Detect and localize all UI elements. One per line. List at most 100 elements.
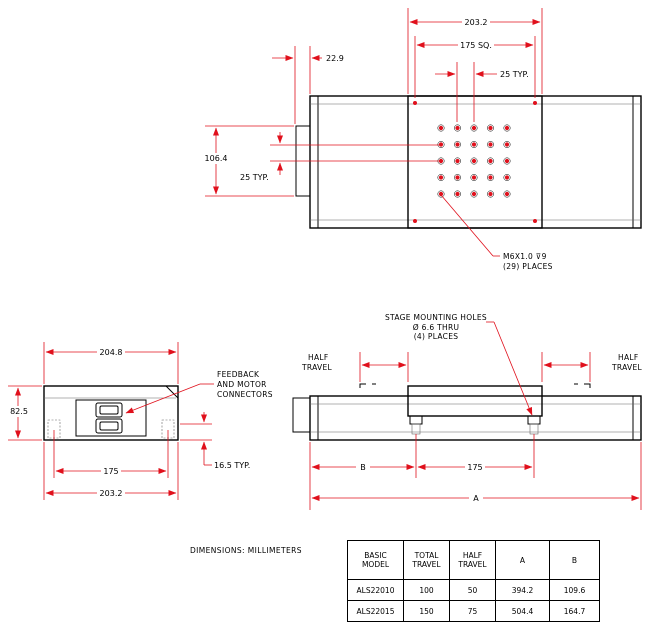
dim-175-sq: 175 SQ.	[460, 41, 492, 50]
tapped-hole-outline	[454, 157, 461, 165]
tapped-hole-outline	[437, 174, 445, 181]
tapped-hole	[488, 142, 493, 147]
tapped-hole	[488, 175, 493, 180]
dim-82-5: 82.5	[10, 407, 28, 416]
dim-a: A	[473, 494, 479, 503]
header-a: A	[495, 540, 550, 580]
dim-203-end: 203.2	[100, 489, 123, 498]
cell-half-travel: 75	[449, 600, 496, 622]
tapped-hole-outline	[470, 141, 478, 148]
table-row: ALS22015 150 75 504.4 164.7	[347, 600, 600, 622]
mounting-note-line2: Ø 6.6 THRU	[413, 323, 460, 332]
cell-total-travel: 100	[403, 579, 450, 601]
dim-b: B	[360, 463, 366, 472]
tapped-hole	[488, 158, 493, 164]
table-row: ALS22010 100 50 394.2 109.6	[347, 579, 600, 601]
half-travel-right-line1: HALF	[618, 353, 638, 362]
tapped-hole-outline	[503, 141, 511, 148]
dimensions-caption: DIMENSIONS: MILLIMETERS	[190, 546, 302, 555]
tapped-hole-outline	[454, 190, 461, 198]
cell-a: 504.4	[495, 600, 550, 622]
half-travel-left-line2: TRAVEL	[301, 363, 333, 372]
tapped-hole	[438, 191, 444, 197]
tapped-hole-outline	[437, 190, 445, 198]
tapped-hole	[455, 125, 460, 131]
side-view: STAGE MOUNTING HOLES Ø 6.6 THRU (4) PLAC…	[292, 313, 643, 510]
cell-model: ALS22015	[347, 600, 404, 622]
hole-grid	[437, 124, 511, 198]
connector-note-line2: AND MOTOR	[217, 380, 267, 389]
tapped-hole-outline	[487, 157, 494, 165]
top-view: 203.2 175 SQ. 25 TYP. 22.9 106.4 25 TYP.	[204, 8, 642, 271]
tapped-hole	[455, 142, 460, 147]
tapped-hole-outline	[470, 174, 478, 181]
end-view: 204.8 82.5 175 203.2 16.5 TYP. FEEDBACK …	[8, 342, 273, 500]
tapped-hole-outline	[487, 124, 494, 132]
cell-model: ALS22010	[347, 579, 404, 601]
tapped-hole-outline	[470, 157, 478, 165]
tapped-hole	[504, 158, 510, 164]
dim-22-9: 22.9	[326, 54, 344, 63]
dim-16-5-typ: 16.5 TYP.	[214, 461, 250, 470]
mounting-note-line3: (4) PLACES	[414, 332, 459, 341]
tapped-hole	[471, 191, 477, 197]
tapped-hole-outline	[454, 124, 461, 132]
tapped-hole-outline	[503, 174, 511, 181]
dim-175-side: 175	[467, 463, 482, 472]
mounting-hole-markers	[409, 415, 541, 435]
cell-half-travel: 50	[449, 579, 496, 601]
tapped-hole	[488, 125, 493, 131]
tapped-hole-outline	[503, 190, 511, 198]
cell-total-travel: 150	[403, 600, 450, 622]
tapped-hole-outline	[454, 141, 461, 148]
dim-175-end: 175	[103, 467, 118, 476]
hole-callout-line1: M6X1.0 ⊽9	[503, 252, 547, 261]
tapped-hole	[438, 142, 444, 147]
half-travel-right-line2: TRAVEL	[611, 363, 643, 372]
tapped-hole	[455, 158, 460, 164]
corner-holes	[413, 101, 537, 223]
tapped-hole	[504, 175, 510, 180]
dim-106-4: 106.4	[205, 154, 228, 163]
tapped-hole	[455, 175, 460, 180]
tapped-hole	[438, 158, 444, 164]
cell-a: 394.2	[495, 579, 550, 601]
tapped-hole	[471, 158, 477, 164]
tapped-hole	[455, 191, 460, 197]
tapped-hole	[438, 125, 444, 131]
tapped-hole-outline	[487, 174, 494, 181]
mounting-note-line1: STAGE MOUNTING HOLES	[385, 313, 487, 322]
tapped-hole-outline	[437, 141, 445, 148]
hole-callout-line2: (29) PLACES	[503, 262, 553, 271]
connector-note-line1: FEEDBACK	[217, 370, 260, 379]
dim-25-typ-h: 25 TYP.	[500, 70, 529, 79]
tapped-hole-outline	[454, 174, 461, 181]
tapped-hole	[488, 191, 493, 197]
dim-25-typ-v: 25 TYP.	[240, 173, 269, 182]
tapped-hole	[504, 142, 510, 147]
dim-204-8: 204.8	[100, 348, 123, 357]
tapped-hole	[471, 142, 477, 147]
tapped-hole	[438, 175, 444, 180]
tapped-hole-outline	[487, 141, 494, 148]
tapped-hole-outline	[487, 190, 494, 198]
tapped-hole-outline	[503, 157, 511, 165]
cell-b: 109.6	[549, 579, 600, 601]
tapped-hole	[504, 125, 510, 131]
tapped-hole-outline	[470, 124, 478, 132]
half-travel-left-line1: HALF	[308, 353, 328, 362]
tapped-hole-outline	[437, 124, 445, 132]
tapped-hole	[504, 191, 510, 197]
cell-b: 164.7	[549, 600, 600, 622]
dim-203-top: 203.2	[465, 18, 488, 27]
tapped-hole	[471, 175, 477, 180]
connector-note-line3: CONNECTORS	[217, 390, 273, 399]
tapped-hole-outline	[503, 124, 511, 132]
tapped-hole-outline	[470, 190, 478, 198]
